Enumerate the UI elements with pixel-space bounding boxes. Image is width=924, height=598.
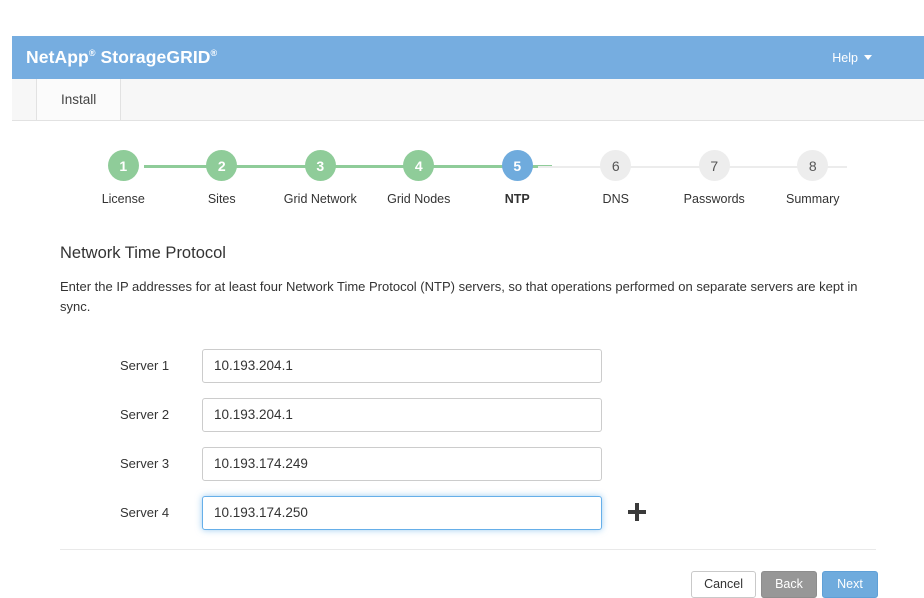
step-number: 7 [698, 150, 730, 181]
form-row-server-2: Server 2 [60, 390, 876, 439]
step-number: 6 [600, 150, 632, 181]
step-connector [636, 165, 749, 168]
install-stepper: 1 License 2 Sites 3 Grid Network 4 Grid … [12, 150, 924, 222]
step-passwords[interactable]: 7 Passwords [665, 150, 847, 222]
back-button[interactable]: Back [761, 571, 817, 598]
page-title: Network Time Protocol [60, 244, 226, 262]
form-row-server-4: Server 4 [60, 488, 876, 537]
label-server-2: Server 2 [120, 407, 170, 422]
main-content: Network Time Protocol Enter the IP addre… [12, 244, 924, 537]
step-number: 3 [304, 150, 336, 181]
chevron-down-icon [864, 55, 872, 60]
step-license[interactable]: 1 License [74, 150, 256, 222]
step-summary[interactable]: 8 Summary [764, 150, 863, 222]
footer-divider [60, 549, 876, 550]
label-server-4: Server 4 [120, 505, 170, 520]
step-number: 1 [107, 150, 139, 181]
step-connector [341, 165, 453, 168]
step-connector [144, 165, 256, 168]
form-row-server-3: Server 3 [60, 439, 876, 488]
step-number: 2 [206, 150, 238, 181]
cancel-button[interactable]: Cancel [691, 571, 756, 598]
next-button[interactable]: Next [822, 571, 878, 598]
app-window: NetApp® StorageGRID® Help Install 1 Lice… [12, 36, 924, 598]
brand-title: NetApp® StorageGRID® [26, 47, 217, 68]
step-number: 4 [403, 150, 435, 181]
input-server-1[interactable] [202, 348, 602, 383]
step-label: Grid Nodes [387, 192, 451, 206]
step-dns[interactable]: 6 DNS [567, 150, 749, 222]
step-sites[interactable]: 2 Sites [173, 150, 355, 222]
input-server-4[interactable] [202, 495, 602, 530]
step-connector [735, 165, 847, 168]
tab-strip: Install [12, 79, 924, 121]
brand-storagegrid: StorageGRID [100, 47, 211, 67]
step-label: NTP [504, 192, 530, 206]
label-server-1: Server 1 [120, 358, 170, 373]
step-connector [538, 165, 650, 168]
brand-netapp: NetApp [26, 47, 89, 67]
input-server-3[interactable] [202, 446, 602, 481]
app-header: NetApp® StorageGRID® Help [12, 36, 924, 79]
step-ntp[interactable]: 5 NTP [468, 150, 650, 222]
page-description: Enter the IP addresses for at least four… [60, 279, 858, 314]
wizard-footer: Cancel Back Next [12, 550, 924, 598]
help-menu-label: Help [832, 50, 858, 65]
tab-install-label: Install [61, 92, 97, 107]
step-label: Passwords [683, 192, 745, 206]
step-label: Summary [786, 192, 840, 206]
ntp-server-form: Server 1 Server 2 Server 3 Server 4 [60, 341, 876, 537]
step-grid-nodes[interactable]: 4 Grid Nodes [370, 150, 552, 222]
brand-registered-mark-1: ® [88, 48, 96, 59]
step-label: Grid Network [283, 192, 357, 206]
step-connector [439, 165, 552, 168]
input-server-2[interactable] [202, 397, 602, 432]
step-number: 5 [501, 150, 533, 181]
step-connector [242, 165, 355, 168]
label-server-3: Server 3 [120, 456, 170, 471]
step-label: Sites [207, 192, 236, 206]
plus-icon[interactable] [627, 502, 649, 524]
help-menu-button[interactable]: Help [832, 51, 910, 65]
step-grid-network[interactable]: 3 Grid Network [271, 150, 453, 222]
form-row-server-1: Server 1 [60, 341, 876, 390]
brand-registered-mark-2: ® [210, 48, 218, 59]
step-label: License [101, 192, 145, 206]
step-label: DNS [602, 192, 629, 206]
tab-install[interactable]: Install [36, 79, 122, 120]
step-number: 8 [797, 150, 829, 181]
